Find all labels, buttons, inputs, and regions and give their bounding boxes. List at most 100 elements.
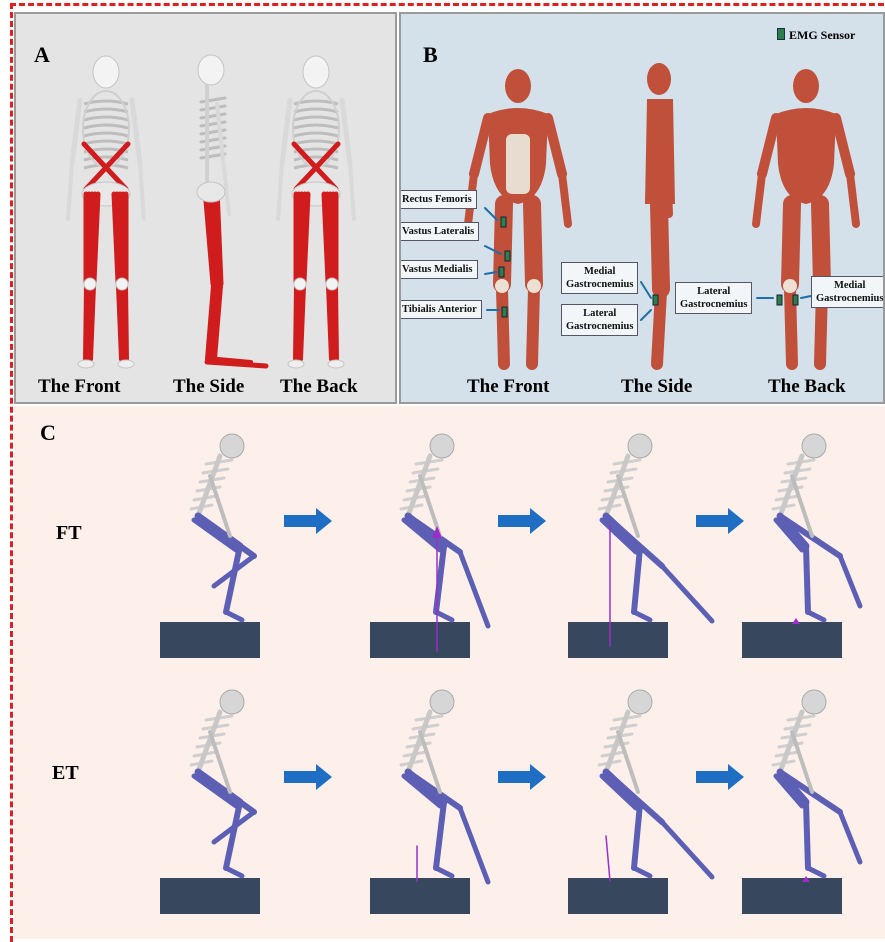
platform [160,878,260,914]
pointer-arrow [801,296,811,298]
skull [430,434,454,458]
shank-muscles [806,546,808,612]
stance-foot [436,868,452,876]
anatomy-back [756,69,856,364]
rib [201,122,225,126]
foot [78,360,94,368]
upper-arm [548,118,562,174]
emg-sensor [499,267,504,277]
platform [742,878,842,914]
label-back-lateral-gastrocnemius: Lateral Gastrocnemius [675,282,752,314]
rib [201,114,225,118]
rib [201,106,225,110]
muscle-anatomy-figures [401,14,885,404]
head [505,69,531,103]
force-line [606,836,610,881]
caption-b-back: The Back [768,376,846,398]
knee [116,278,128,290]
swing-shank [840,812,860,862]
rib [84,125,128,128]
knee [326,278,338,290]
label-vastus-medialis: Vastus Medialis [399,260,478,279]
forearm [562,174,568,224]
panel-c: C FT ET [14,406,885,939]
skull [802,434,826,458]
skull [303,56,329,88]
skeleton-side [197,55,266,366]
skull [93,56,119,88]
skeleton-back [278,56,354,368]
skull [220,434,244,458]
platform [160,622,260,658]
shank [790,289,792,364]
caption-b-side: The Side [621,376,692,398]
shank-muscle [336,286,337,359]
label-text-line: Medial [834,280,866,291]
force-vector [792,618,800,624]
upper-arm [762,118,776,174]
thigh [820,204,822,284]
skull [628,690,652,714]
emg-sensor [777,295,782,305]
musculoskeletal-model [191,690,254,876]
stance-foot [808,868,824,876]
shank-muscles [634,548,640,612]
thigh [790,204,792,284]
motion-sequence [14,406,885,939]
sequence-arrow [498,508,546,534]
label-side-lateral-gastrocnemius: Lateral Gastrocnemius [561,304,638,336]
pointer-arrow [641,310,651,320]
pelvis [197,182,225,202]
shank-muscles [806,802,808,868]
skull [628,434,652,458]
emg-sensor [505,251,510,261]
musculoskeletal-model [773,690,860,876]
swing-shank [662,566,712,621]
platform [568,878,668,914]
rib [84,141,128,144]
caption-a-back: The Back [280,376,358,398]
label-text-line: Gastrocnemius [566,321,633,332]
swing-shank [662,822,712,877]
emg-sensor [793,295,798,305]
shank [532,289,534,364]
skull [802,690,826,714]
swing-shank [460,552,488,626]
label-text-line: Gastrocnemius [816,293,883,304]
platform [568,622,668,658]
shank-muscle [126,286,127,359]
caption-a-side: The Side [173,376,244,398]
label-text-line: Lateral [697,286,730,297]
rib [84,117,128,120]
skeleton-front [68,56,144,368]
caption-a-front: The Front [38,376,121,398]
swing-shank [840,556,860,606]
sequence-arrow [696,764,744,790]
musculoskeletal-model [191,434,254,620]
forearm-bone [68,164,72,219]
forearm-bone [278,164,282,219]
musculoskeletal-model [401,690,488,882]
rib [84,133,128,136]
shank-muscles [226,802,240,868]
foot [118,360,134,368]
rib [84,109,128,112]
musculoskeletal-model [401,434,488,626]
skull [220,690,244,714]
shank-muscles [634,804,640,868]
arm-bone [282,100,290,164]
pointer-arrow [641,282,651,298]
emg-sensor [501,217,506,227]
anatomy-side [645,63,675,364]
knee [294,278,306,290]
arm-bone [72,100,80,164]
knee [495,279,509,293]
knee [84,278,96,290]
head [647,63,671,95]
emg-sensor [502,307,507,317]
rib [294,109,338,112]
shank-muscles [226,546,240,612]
skull [430,690,454,714]
label-tibialis-anterior: Tibialis Anterior [399,300,482,319]
skull [198,55,224,85]
